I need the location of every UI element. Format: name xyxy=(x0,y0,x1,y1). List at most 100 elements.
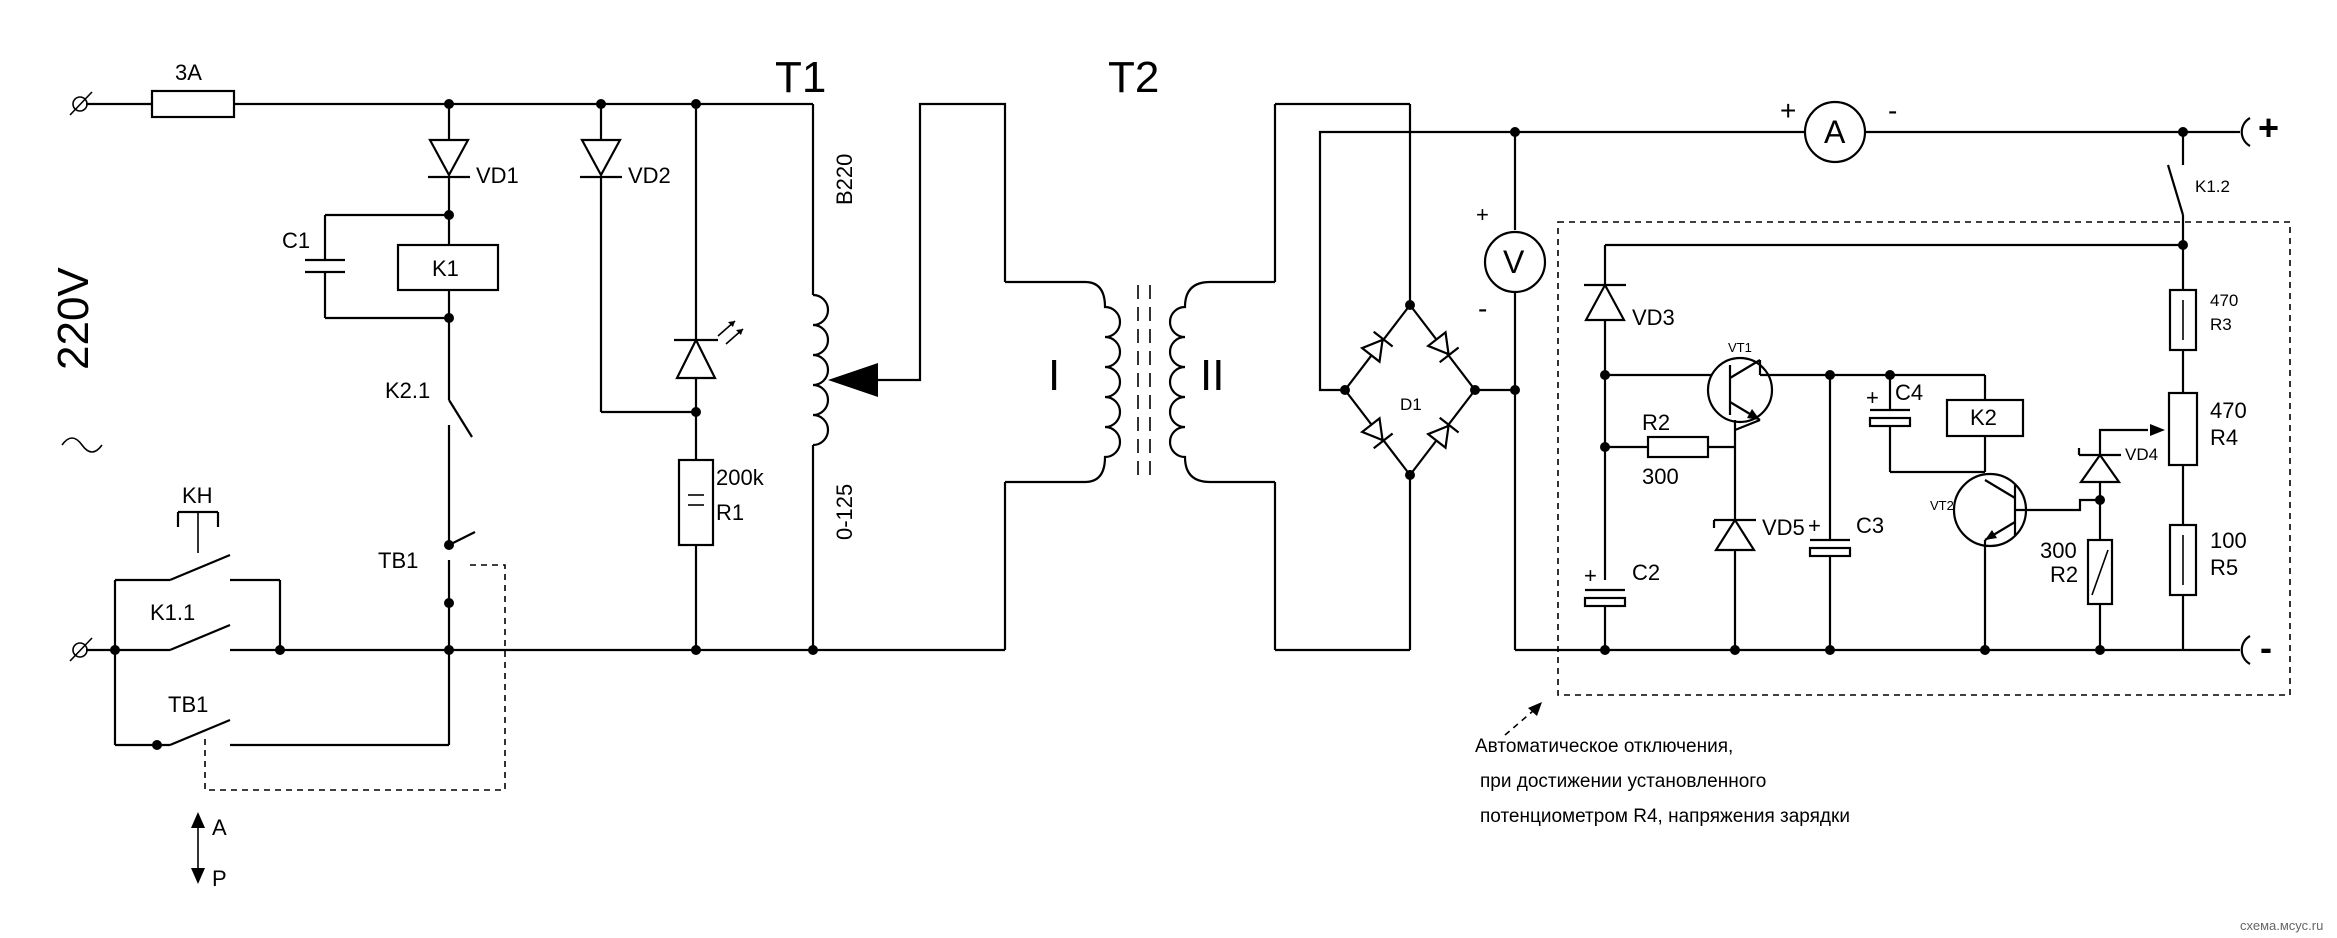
vt1-label: VT1 xyxy=(1728,340,1752,355)
note-line-3: потенциометром R4, напряжения зарядки xyxy=(1480,806,1850,827)
annotation: Автоматическое отключения, при достижени… xyxy=(1475,702,1850,827)
t2-label: T2 xyxy=(1108,53,1159,102)
d1-diode-2-icon xyxy=(1425,330,1460,364)
tb1-bottom-contact xyxy=(169,718,231,747)
output-meters: A + - + V + - - K1.2 xyxy=(1476,95,2279,668)
voltmeter-plus: + xyxy=(1476,202,1489,227)
vd5-zener-icon xyxy=(1714,517,1756,552)
t1-tap-bottom-label: 0-125 xyxy=(832,484,857,540)
mode-p-label: P xyxy=(212,866,227,891)
r4-value: 470 xyxy=(2210,398,2247,423)
auto-shutoff-block: VD3 + C2 R2 300 VT1 VD5 xyxy=(1557,221,2291,696)
note-line-1: Автоматическое отключения, xyxy=(1475,736,1733,757)
mains-input: 3A 220V xyxy=(49,60,813,662)
d1-diode-4-icon xyxy=(1425,416,1460,450)
negative-output-terminal-icon[interactable] xyxy=(2240,635,2251,665)
ammeter-label: A xyxy=(1824,114,1846,150)
fuse-label: 3A xyxy=(175,60,202,85)
tb1-top-label: TB1 xyxy=(378,548,418,573)
c3-label: C3 xyxy=(1856,513,1884,538)
t1-wiper-arrow-icon[interactable] xyxy=(828,363,878,397)
k11-contact xyxy=(169,623,231,652)
r2b-value: 300 xyxy=(2040,538,2077,563)
r1-resistor xyxy=(677,458,715,547)
watermark: схема.мсус.ru xyxy=(2240,918,2323,933)
ammeter-minus: - xyxy=(1888,95,1897,126)
vd3-label: VD3 xyxy=(1632,305,1675,330)
c4-plus: + xyxy=(1866,385,1879,410)
t2-transformer: T2 I II xyxy=(1048,53,1412,652)
tb1-bottom-label: TB1 xyxy=(168,692,208,717)
voltage-label: 220V xyxy=(49,267,98,370)
kn-label: KH xyxy=(182,483,213,508)
k1-relay-coil xyxy=(396,243,500,292)
vt1-transistor-icon xyxy=(1706,356,1774,424)
vd4-zener-icon xyxy=(2078,453,2122,484)
r2-value: 300 xyxy=(1642,464,1679,489)
tb1-top-contact xyxy=(448,531,476,546)
vd1-label: VD1 xyxy=(476,163,519,188)
t2-primary-winding-icon xyxy=(1084,280,1122,484)
vt2-label: VT2 xyxy=(1930,498,1954,513)
k21-contact xyxy=(448,399,473,438)
note-line-2: при достижении установленного xyxy=(1480,771,1766,792)
r2b-label: R2 xyxy=(2050,562,2078,587)
c2-plus: + xyxy=(1584,563,1597,588)
mode-a-label: A xyxy=(212,815,227,840)
t2-winding2-label: II xyxy=(1200,351,1224,400)
tb1-mechanical-link xyxy=(204,564,506,791)
positive-output-terminal-icon[interactable] xyxy=(2240,117,2251,147)
c1-label: C1 xyxy=(282,228,310,253)
auto-shutoff-boundary xyxy=(1557,221,2291,696)
t1-autotransformer: T1 B220 0-125 xyxy=(775,53,1085,655)
k12-contact xyxy=(2166,164,2185,216)
d1-diode-1-icon xyxy=(1359,330,1394,364)
output-minus-label: - xyxy=(2260,627,2272,668)
voltmeter-label: V xyxy=(1503,244,1525,280)
r1-label: R1 xyxy=(716,500,744,525)
c4-label: C4 xyxy=(1895,380,1923,405)
start-switches: KH K1.1 TB1 A P xyxy=(110,483,813,891)
vd2-diode-icon xyxy=(580,138,622,178)
d1-label: D1 xyxy=(1400,395,1422,414)
r3-label: R3 xyxy=(2210,315,2232,334)
r4-potentiometer[interactable] xyxy=(2167,391,2199,467)
r4-label: R4 xyxy=(2210,425,2238,450)
r1-value: 200k xyxy=(716,465,765,490)
t1-label: T1 xyxy=(775,53,826,102)
c2-label: C2 xyxy=(1632,560,1660,585)
vd4-label: VD4 xyxy=(2125,445,2158,464)
fuse xyxy=(150,89,236,119)
r2-resistor xyxy=(1646,435,1710,459)
r5-value: 100 xyxy=(2210,528,2247,553)
c4-capacitor xyxy=(1868,416,1912,428)
t1-tap-top-label: B220 xyxy=(832,154,857,205)
k21-label: K2.1 xyxy=(385,378,430,403)
r2-label: R2 xyxy=(1642,410,1670,435)
vd5-label: VD5 xyxy=(1762,515,1805,540)
r4-wiper-arrow-icon[interactable] xyxy=(2150,424,2165,436)
output-plus-label: + xyxy=(2258,107,2279,148)
k12-label: K1.2 xyxy=(2195,177,2230,196)
led-icon xyxy=(675,337,717,380)
t2-secondary-winding-icon xyxy=(1168,280,1211,484)
voltmeter-minus: - xyxy=(1478,293,1487,324)
ammeter-plus: + xyxy=(1780,95,1796,126)
d1-diode-3-icon xyxy=(1359,416,1394,450)
c3-capacitor xyxy=(1808,546,1852,558)
r5-label: R5 xyxy=(2210,555,2238,580)
t1-winding-icon xyxy=(812,293,830,447)
vd1-diode-icon xyxy=(428,138,470,178)
c3-plus: + xyxy=(1808,513,1821,538)
k2-label: K2 xyxy=(1970,405,1997,430)
t2-winding1-label: I xyxy=(1048,351,1060,400)
vd2-label: VD2 xyxy=(628,163,671,188)
vd3-diode-icon xyxy=(1584,282,1626,322)
k1-label: K1 xyxy=(432,256,459,281)
k11-label: K1.1 xyxy=(150,600,195,625)
c2-capacitor xyxy=(1583,596,1627,608)
r3-value: 470 xyxy=(2210,291,2238,310)
relay-k1-branch: VD1 C1 K1 K2.1 TB1 xyxy=(204,99,519,791)
ac-symbol-icon xyxy=(61,437,103,453)
